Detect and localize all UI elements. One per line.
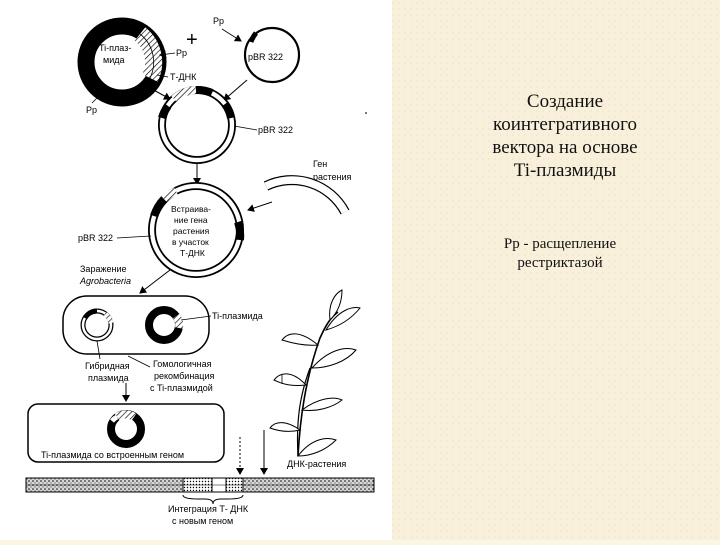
integration-label-2: с новым геном <box>172 516 233 526</box>
transformed-cell <box>27 403 225 463</box>
slide-note-line-1: Рр - расщепление <box>503 236 617 252</box>
infection-label-2: Agrobacteria <box>79 276 131 286</box>
pbr322-top-label: pBR 322 <box>248 52 283 62</box>
plus-sign: + <box>186 29 198 51</box>
t-dna-label: Т-ДНК <box>170 72 197 82</box>
insert-label-1: Встраива- <box>171 204 211 214</box>
plant-chromosome-bar <box>25 477 375 493</box>
plant-drawing <box>269 289 361 457</box>
ti-plasmid-label-1: Ti-плаз- <box>99 43 131 53</box>
ti-with-gene-label: Ti-плазмида со встроенным геном <box>41 450 184 460</box>
diagram-figure: Ti-плаз- мида Рр + Т-ДНК Рр pBR 322 Рр p… <box>0 0 392 540</box>
rp-label-ti: Рр <box>176 48 187 58</box>
slide-title-line-1: Создание <box>526 91 604 112</box>
ti-plasmid-short-label: Ti-плазмида <box>212 311 263 321</box>
rp-label-pbr: Рр <box>213 16 224 26</box>
gene-label-2: растения <box>313 172 352 182</box>
insert-ring <box>148 182 245 278</box>
pbr322-mid-label: pBR 322 <box>258 125 293 135</box>
ti-plasmid-with-gene-ring <box>107 410 145 448</box>
pbr322-left-label: pBR 322 <box>78 233 113 243</box>
slide-title-line-4: Ti-плазмиды <box>513 160 617 181</box>
slide-title-line-2: коинтегративного <box>492 114 637 135</box>
hybrid-label-2: плазмида <box>88 373 129 383</box>
rp-label-bottom: Рр <box>86 105 97 115</box>
pbr322-top-ring <box>243 26 301 84</box>
ti-plasmid-label-2: мида <box>103 55 124 65</box>
recomb-label-3: с Ti-плазмидой <box>150 383 213 393</box>
integration-label-1: Интеграция Т- ДНК <box>168 504 249 514</box>
slide-title: Создание коинтегративного вектора на осн… <box>440 90 690 182</box>
slide-note: Рр - расщепление рестриктазой <box>450 235 670 273</box>
insert-label-2: ние гена <box>174 215 208 225</box>
recomb-label-1: Гомологичная <box>153 359 212 369</box>
gene-label-1: Ген <box>313 159 327 169</box>
insert-label-4: в участок <box>172 237 209 247</box>
slide-note-line-2: рестриктазой <box>517 255 603 271</box>
ti-plasmid-ring <box>77 17 167 107</box>
slide-title-line-3: вектора на основе <box>492 137 638 158</box>
recomb-label-2: рекомбинация <box>154 371 214 381</box>
plant-gene-arc <box>264 176 349 214</box>
insert-label-3: растения <box>173 226 210 236</box>
recombinant-ring <box>158 85 236 164</box>
cointegrative-vector-diagram: Ti-плаз- мида Рр + Т-ДНК Рр pBR 322 Рр p… <box>25 16 375 526</box>
hybrid-plasmid-ring <box>80 308 114 342</box>
insert-label-5: Т-ДНК <box>180 248 205 258</box>
infection-label-1: Заражение <box>80 264 126 274</box>
hybrid-label-1: Гибридная <box>85 361 130 371</box>
stray-dot <box>365 112 367 114</box>
plant-dna-label: ДНК-растения <box>287 459 346 469</box>
